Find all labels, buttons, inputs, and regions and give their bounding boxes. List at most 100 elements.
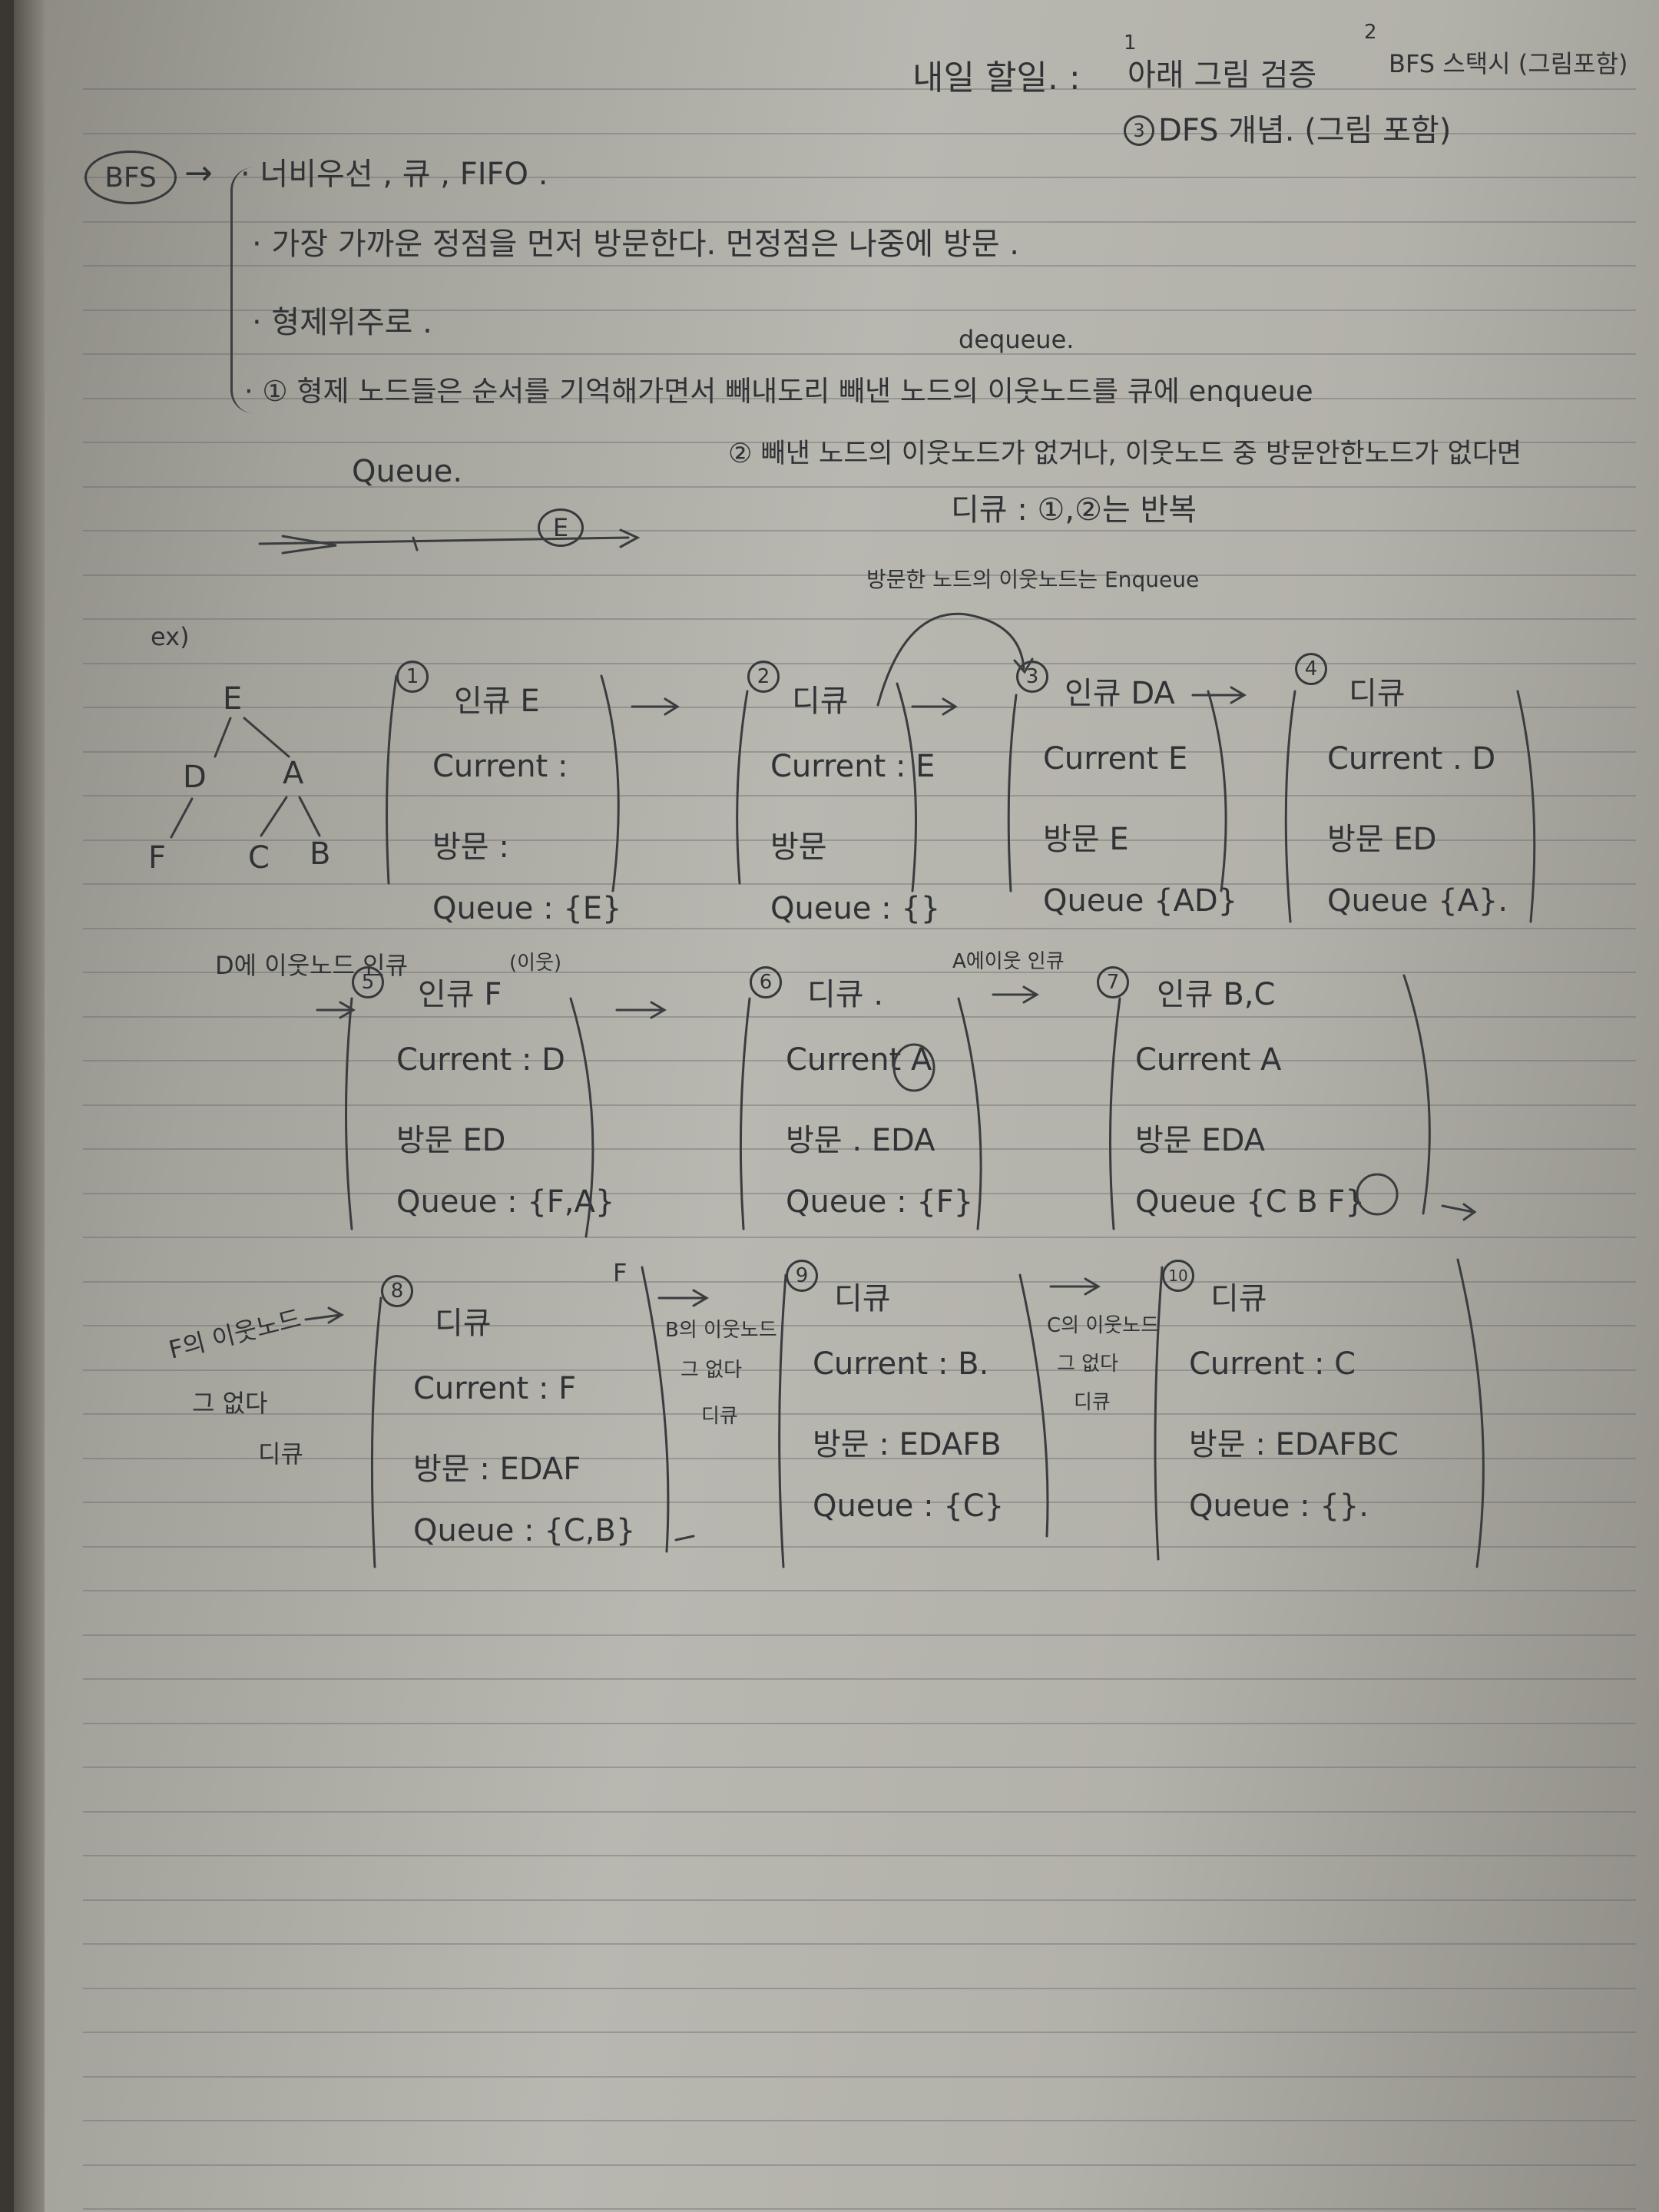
tree-node-e: E — [223, 681, 243, 717]
c-note-1: C의 이웃노드 — [1047, 1314, 1160, 1337]
ruled-line — [83, 1104, 1636, 1106]
todo-item1-number: 1 — [1124, 31, 1137, 55]
step-9-number: 9 — [786, 1260, 818, 1292]
todo-item1: 아래 그림 검증 — [1128, 58, 1317, 93]
ruled-line — [83, 88, 1636, 90]
f-note-2: 그 없다 — [192, 1389, 268, 1418]
arrow-3-4 — [1191, 686, 1247, 704]
enqueue-curve — [876, 612, 1025, 707]
ruled-line — [83, 1502, 1636, 1503]
step-10-queue: Queue : {}. — [1189, 1488, 1369, 1524]
ruled-line — [83, 2120, 1636, 2121]
ruled-line — [83, 1988, 1636, 1989]
ruled-line — [83, 707, 1636, 708]
ruled-line — [83, 1016, 1636, 1018]
todo-item2: BFS 스택시 (그림포함) — [1389, 49, 1628, 78]
ruled-line — [83, 928, 1636, 929]
ruled-line — [83, 1281, 1636, 1283]
ruled-line — [83, 1546, 1636, 1548]
step-9-current: Current : B. — [813, 1346, 989, 1382]
enqueue-note: 방문한 노드의 이웃노드는 Enqueue — [866, 567, 1200, 592]
step-4-visited: 방문 ED — [1327, 822, 1437, 857]
ruled-line — [83, 618, 1636, 620]
tree-node-b: B — [310, 836, 331, 872]
step-7-visited: 방문 EDA — [1135, 1123, 1266, 1158]
step-6-visited: 방문 . EDA — [786, 1123, 935, 1158]
step-10-current: Current : C — [1189, 1346, 1356, 1382]
bfs-bullet-1: · 너비우선 , 큐 , FIFO . — [240, 157, 548, 192]
step-9-queue: Queue : {C} — [813, 1488, 1005, 1524]
step-7-queue: Queue {C B F} — [1135, 1184, 1365, 1220]
circled-f — [1356, 1173, 1399, 1216]
step-10-number: 10 — [1162, 1260, 1194, 1292]
f-mark: F — [613, 1258, 628, 1287]
step-8-visited: 방문 : EDAF — [413, 1452, 581, 1487]
notebook-spine — [14, 0, 45, 2212]
step-3-queue: Queue {AD} — [1043, 883, 1238, 919]
step-8-op: 디큐 — [435, 1306, 492, 1341]
step-4-queue: Queue {A}. — [1327, 883, 1508, 919]
c-note-2: 그 없다 — [1057, 1353, 1119, 1376]
step-3-visited: 방문 E — [1043, 822, 1129, 857]
dequeue-note: dequeue. — [959, 325, 1075, 354]
bfs-step3: 디큐 : ①,②는 반복 — [951, 492, 1197, 528]
tree-edge-e-a — [243, 717, 290, 758]
ruled-line — [83, 177, 1636, 178]
b-note-1: B의 이웃노드 — [665, 1319, 777, 1342]
todo-item3: DFS 개념. (그림 포함) — [1158, 113, 1452, 148]
ruled-line — [83, 221, 1636, 223]
arrow-7-out — [1441, 1203, 1477, 1221]
ruled-line — [83, 1634, 1636, 1636]
ruled-line — [83, 486, 1636, 488]
ruled-line — [83, 1943, 1636, 1945]
step-5-visited: 방문 ED — [396, 1123, 506, 1158]
ruled-line — [83, 1369, 1636, 1371]
bfs-bullet-2: · 가장 가까운 정점을 먼저 방문한다. 먼정점은 나중에 방문 . — [252, 227, 1019, 262]
ruled-line — [83, 2076, 1636, 2078]
step5-superscript: (이웃) — [509, 952, 562, 975]
step-1-current: Current : — [432, 749, 568, 784]
ruled-line — [83, 1590, 1636, 1591]
step-6-current: Current A — [786, 1042, 932, 1078]
ruled-line — [83, 1855, 1636, 1856]
ruled-line — [83, 1723, 1636, 1724]
ruled-line — [83, 795, 1636, 796]
ruled-line — [83, 663, 1636, 664]
todo-title: 내일 할일. : — [912, 58, 1081, 98]
arrow-1-2 — [631, 697, 680, 716]
ruled-line — [83, 1237, 1636, 1238]
queue-label: Queue. — [352, 454, 463, 489]
tree-edge-a-b — [298, 796, 321, 837]
step-1-op: 인큐 E — [454, 684, 540, 719]
ruled-line — [83, 972, 1636, 973]
step-10-visited: 방문 : EDAFBC — [1189, 1427, 1399, 1462]
bfs-bracket — [230, 167, 253, 413]
step-1-visited: 방문 : — [432, 830, 509, 865]
arrow-2-3 — [911, 697, 958, 716]
step-4-op: 디큐 — [1349, 676, 1406, 711]
arrow-into-5 — [316, 1001, 356, 1019]
tree-node-f: F — [148, 840, 167, 876]
ruled-line — [83, 1413, 1636, 1415]
ruled-line — [83, 2208, 1636, 2210]
step-9-op: 디큐 — [834, 1281, 891, 1316]
step-2-current: Current : E — [770, 749, 935, 784]
b-note-3: 디큐 — [701, 1405, 738, 1428]
ruled-line — [83, 442, 1636, 443]
step-6-op: 디큐 . — [807, 977, 884, 1012]
ruled-line — [83, 265, 1636, 267]
b-note-2: 그 없다 — [680, 1359, 743, 1382]
ruled-line — [83, 398, 1636, 399]
notebook-page: 내일 할일. : 1 아래 그림 검증 2 BFS 스택시 (그림포함) 3 D… — [14, 0, 1659, 2212]
ruled-line — [83, 1060, 1636, 1061]
step-3-current: Current E — [1043, 741, 1188, 777]
bfs-step2: ② 빼낸 노드의 이웃노드가 없거나, 이웃노드 중 방문안한노드가 없다면 — [728, 439, 1522, 469]
step-10-op: 디큐 — [1210, 1281, 1267, 1316]
bfs-bullet-4: · ① 형제 노드들은 순서를 기억해가면서 빼내도리 빼낸 노드의 이웃노드를… — [244, 375, 1313, 408]
ink-strokes — [170, 528, 1536, 1568]
step-1-queue: Queue : {E} — [432, 891, 622, 926]
step-1-number: 1 — [396, 661, 429, 693]
step-6-queue: Queue : {F} — [786, 1184, 974, 1220]
bfs-label: BFS — [84, 151, 177, 204]
ruled-line — [83, 1767, 1636, 1768]
